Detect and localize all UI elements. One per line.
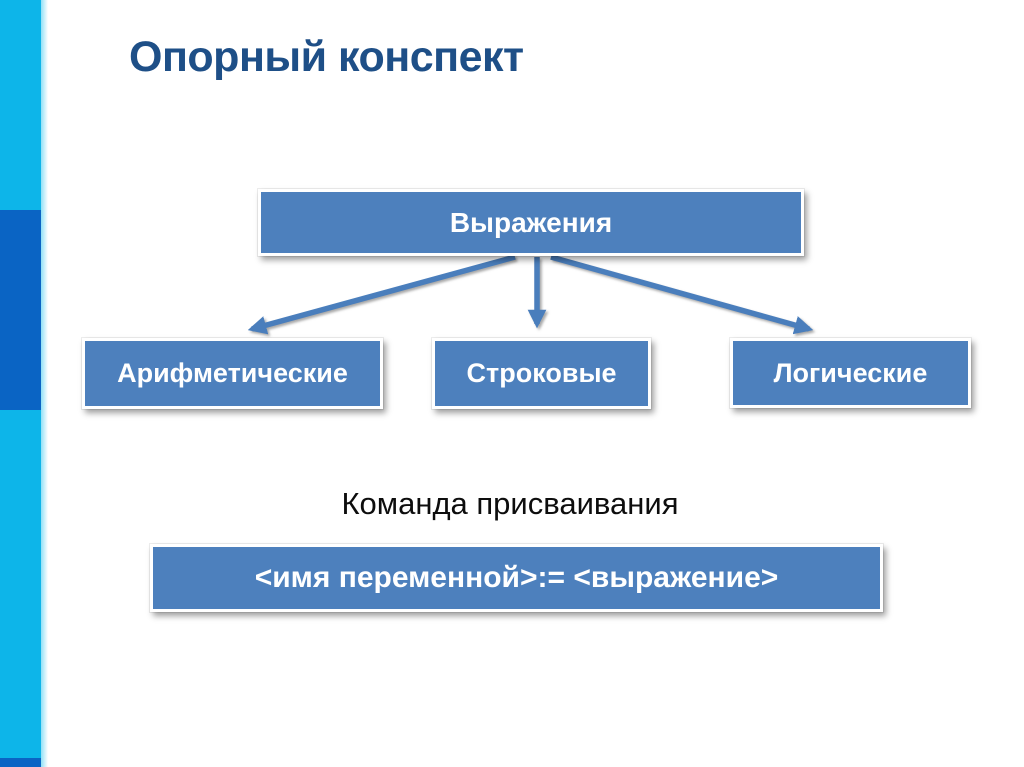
slide-title: Опорный конспект (129, 33, 524, 81)
node-arithmetic: Арифметические (82, 338, 383, 409)
left-stripe-dark-segment (0, 210, 41, 410)
node-string: Строковые (432, 338, 651, 409)
left-stripe-dark-bottom (0, 758, 41, 767)
left-stripe-soft-edge (41, 0, 48, 767)
node-assignment-syntax: <имя переменной>:= <выражение> (150, 544, 883, 612)
node-logical: Логические (730, 338, 971, 408)
arrow-to-logical (550, 254, 814, 335)
arrow-to-arithmetic (247, 254, 516, 335)
node-expressions: Выражения (258, 189, 804, 256)
assignment-caption: Команда присваивания (341, 486, 679, 521)
